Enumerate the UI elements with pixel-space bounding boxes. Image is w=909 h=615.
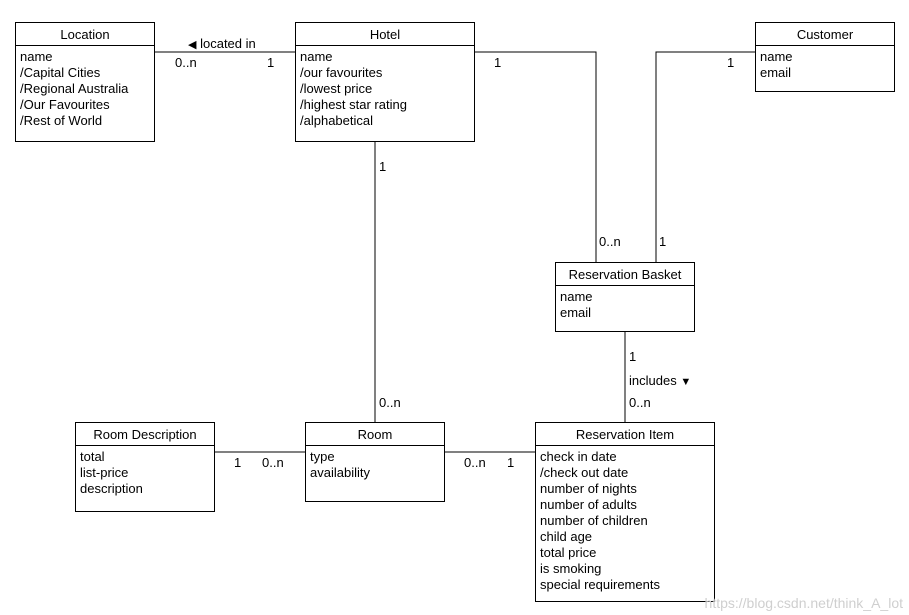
attribute: number of nights — [540, 481, 637, 496]
direction-left-arrow-icon: ◀ — [188, 39, 197, 51]
class-room-description[interactable]: Room Description total list-price descri… — [75, 422, 215, 512]
attribute: name — [760, 49, 793, 64]
attribute: child age — [540, 529, 593, 544]
multiplicity-hotel-room-room-side: 0..n — [379, 395, 401, 410]
class-customer[interactable]: Customer name email — [755, 22, 895, 92]
attribute: description — [80, 481, 143, 496]
attribute: /check out date — [540, 465, 629, 480]
class-location-title: Location — [16, 23, 154, 46]
multiplicity-basket-item-basket-side: 1 — [629, 349, 637, 364]
class-room[interactable]: Room type availability — [305, 422, 445, 502]
association-name: located in — [200, 36, 256, 51]
attribute: list-price — [80, 465, 129, 480]
class-customer-attributes: name email — [756, 46, 894, 81]
attribute: name — [20, 49, 53, 64]
multiplicity-room-item-room-side: 0..n — [464, 455, 486, 470]
class-room-description-title: Room Description — [76, 423, 214, 446]
assoc-basket-item-name: includes ▼ — [629, 373, 691, 390]
attribute: name — [560, 289, 593, 304]
attribute: /Regional Australia — [20, 81, 129, 96]
class-room-description-attributes: total list-price description — [76, 446, 214, 497]
watermark: https://blog.csdn.net/think_A_lot — [704, 595, 903, 611]
class-reservation-item-title: Reservation Item — [536, 423, 714, 446]
direction-down-arrow-icon: ▼ — [680, 376, 692, 388]
class-hotel[interactable]: Hotel name /our favourites /lowest price… — [295, 22, 475, 142]
attribute: /lowest price — [300, 81, 373, 96]
attribute: /Capital Cities — [20, 65, 101, 80]
attribute: /Our Favourites — [20, 97, 110, 112]
attribute: special requirements — [540, 577, 660, 592]
attribute: /alphabetical — [300, 113, 373, 128]
attribute: is smoking — [540, 561, 602, 576]
multiplicity-roomdesc-room-roomdesc-side: 1 — [234, 455, 242, 470]
attribute: email — [560, 305, 592, 320]
class-reservation-item[interactable]: Reservation Item check in date /check ou… — [535, 422, 715, 602]
multiplicity-customer-basket-basket-side: 1 — [659, 234, 667, 249]
attribute: name — [300, 49, 333, 64]
class-hotel-attributes: name /our favourites /lowest price /high… — [296, 46, 474, 129]
multiplicity-hotel-room-hotel-side: 1 — [379, 159, 387, 174]
class-location[interactable]: Location name /Capital Cities /Regional … — [15, 22, 155, 142]
class-reservation-item-attributes: check in date /check out date number of … — [536, 446, 714, 593]
class-reservation-basket-title: Reservation Basket — [556, 263, 694, 286]
association-name: includes — [629, 373, 677, 388]
attribute: number of children — [540, 513, 648, 528]
attribute: /Rest of World — [20, 113, 103, 128]
attribute: number of adults — [540, 497, 637, 512]
multiplicity-basket-item-item-side: 0..n — [629, 395, 651, 410]
multiplicity-customer-basket-customer-side: 1 — [727, 55, 735, 70]
class-reservation-basket[interactable]: Reservation Basket name email — [555, 262, 695, 332]
multiplicity-hotel-side: 1 — [267, 55, 275, 70]
attribute: availability — [310, 465, 370, 480]
assoc-hotel-basket-line — [475, 51, 597, 262]
class-room-attributes: type availability — [306, 446, 444, 481]
attribute: total price — [540, 545, 597, 560]
class-hotel-title: Hotel — [296, 23, 474, 46]
multiplicity-hotel-basket-basket-side: 0..n — [599, 234, 621, 249]
class-customer-title: Customer — [756, 23, 894, 46]
multiplicity-location-side: 0..n — [175, 55, 197, 70]
class-room-title: Room — [306, 423, 444, 446]
attribute: type — [310, 449, 335, 464]
assoc-location-hotel-name: ◀ located in — [188, 36, 256, 53]
multiplicity-roomdesc-room-room-side: 0..n — [262, 455, 284, 470]
attribute: /highest star rating — [300, 97, 407, 112]
multiplicity-room-item-item-side: 1 — [507, 455, 515, 470]
class-reservation-basket-attributes: name email — [556, 286, 694, 321]
assoc-customer-basket-line — [655, 51, 755, 262]
multiplicity-hotel-basket-hotel-side: 1 — [494, 55, 502, 70]
attribute: check in date — [540, 449, 617, 464]
attribute: total — [80, 449, 105, 464]
attribute: /our favourites — [300, 65, 383, 80]
attribute: email — [760, 65, 792, 80]
class-location-attributes: name /Capital Cities /Regional Australia… — [16, 46, 154, 129]
